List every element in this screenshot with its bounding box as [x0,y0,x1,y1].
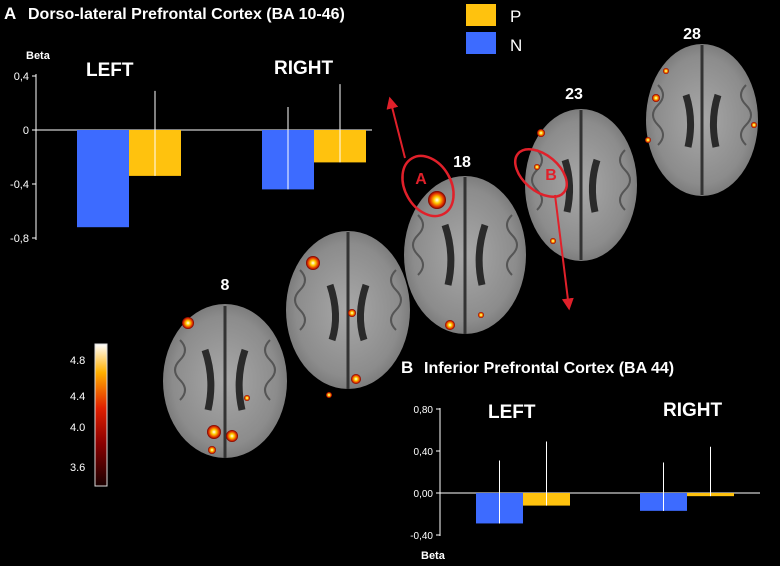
brain-slice-28 [645,44,758,196]
brain-slice-8 [163,304,287,458]
roi-b-label: B [545,167,557,184]
panel-a-title: Dorso-lateral Prefrontal Cortex (BA 10-4… [28,6,345,23]
chart-b-group-label-right: RIGHT [663,400,723,421]
roi-a-ellipse [401,154,455,218]
roi-a-arrow [386,96,406,159]
colorbar: 4.8 4.4 4.0 3.6 [70,343,108,487]
chart-a: 0,4 0 -0,4 -0,8 [10,71,372,245]
colorbar-tick-4-4: 4.4 [70,391,85,403]
roi-a-label: A [415,171,427,188]
chart-a-group-label-left: LEFT [86,60,134,81]
colorbar-tick-4-8: 4.8 [70,355,85,367]
slice-label-28: 28 [683,26,701,43]
panel-b-title: Inferior Prefrontal Cortex (BA 44) [424,360,674,377]
panel-b-letter: B [401,358,413,377]
brain-slice-18 [404,176,526,334]
panel-b-ylabel: Beta [421,550,446,562]
slice-label-23: 23 [565,86,583,103]
legend-label-n: N [510,36,522,55]
brain-slice-23 [525,109,637,261]
colorbar-bar [94,343,108,487]
chart-a-bar-n-left [77,130,129,228]
chart-b-tick-label: 0,80 [414,405,434,416]
chart-a-group-label-right: RIGHT [274,58,334,79]
legend: P N [466,4,522,55]
roi-b-arrow [554,194,574,311]
chart-b-tick-label: 0,40 [414,447,434,458]
roi-b-ellipse [514,148,568,198]
chart-a-tick-label: -0,8 [10,233,29,245]
brain-slice-13 [286,231,410,398]
chart-a-tick-label: 0 [23,125,29,137]
slice-label-18: 18 [453,154,471,171]
legend-label-p: P [510,7,521,26]
chart-a-tick-label: -0,4 [10,179,29,191]
chart-b: 0,80 0,40 0,00 -0,40 [410,405,760,542]
roi-a: A [386,96,455,218]
colorbar-tick-4-0: 4.0 [70,422,85,434]
legend-swatch-p [466,4,496,26]
slice-label-8: 8 [221,277,230,294]
chart-b-tick-label: 0,00 [414,489,434,500]
panel-a-ylabel: Beta [26,50,51,62]
chart-a-tick-label: 0,4 [14,71,29,83]
colorbar-tick-3-6: 3.6 [70,462,85,474]
panel-a-letter: A [4,4,16,23]
chart-b-tick-label: -0,40 [410,531,433,542]
chart-b-group-label-left: LEFT [488,402,536,423]
roi-b: B [514,148,574,311]
legend-swatch-n [466,32,496,54]
